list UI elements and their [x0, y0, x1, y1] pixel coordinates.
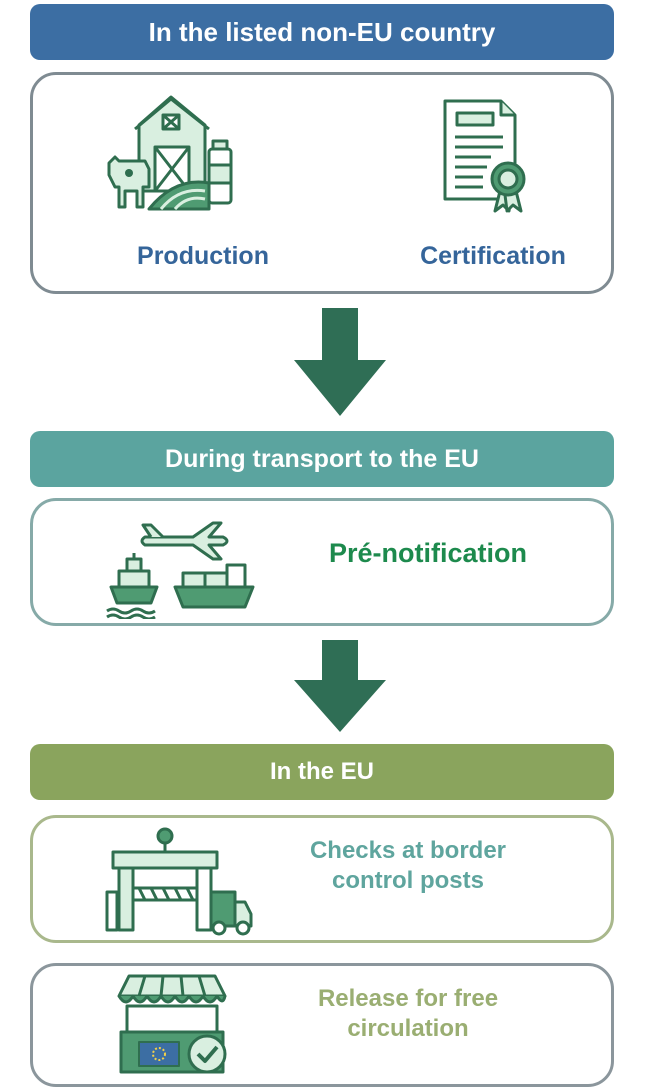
transport-icon: [106, 521, 255, 619]
label-line: control posts: [331, 867, 484, 894]
barn-icon: [107, 95, 233, 211]
stage-header-non-eu-country: In the listed non-EU country: [30, 4, 614, 60]
step-label-certification: Certification: [420, 242, 566, 270]
label-line: Release for free: [317, 985, 499, 1012]
market-stall-icon: [117, 974, 227, 1074]
label-line: circulation: [347, 1015, 469, 1042]
down-arrow-icon: [294, 308, 386, 416]
step-label-production: Production: [137, 242, 269, 270]
step-label-release: Release for free circulation: [263, 984, 553, 1044]
certificate-icon: [443, 99, 526, 213]
border-gate-icon: [105, 827, 253, 936]
stage-title: In the EU: [269, 758, 374, 785]
step-card-release: Release for free circulation: [30, 963, 614, 1087]
step-label-prenotification: Pré-notification: [328, 538, 527, 568]
step-card-prenotification: Pré-notification: [30, 498, 614, 626]
step-card-production-certification: Production Certification: [30, 72, 614, 294]
step-label-border-checks: Checks at border control posts: [263, 836, 553, 896]
stage-header-transport: During transport to the EU: [30, 431, 614, 487]
down-arrow-icon: [294, 640, 386, 732]
label-line: Checks at border: [309, 837, 507, 864]
stage-title: In the listed non-EU country: [148, 16, 496, 47]
step-card-border-checks: Checks at border control posts: [30, 815, 614, 943]
stage-header-in-eu: In the EU: [30, 744, 614, 800]
stage-title: During transport to the EU: [165, 444, 479, 473]
